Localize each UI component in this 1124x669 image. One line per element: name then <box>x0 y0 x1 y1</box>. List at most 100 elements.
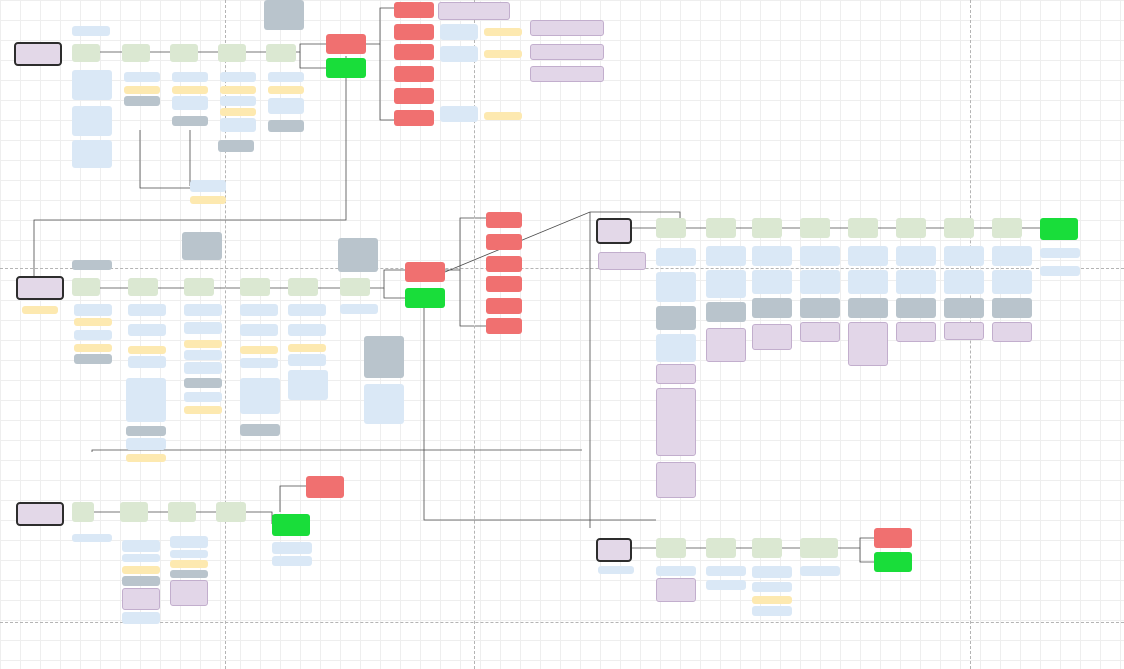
note-block[interactable] <box>944 270 984 294</box>
note-block[interactable] <box>122 554 160 562</box>
note-block[interactable] <box>752 566 792 578</box>
negative-outcome[interactable] <box>405 262 445 282</box>
note-block[interactable] <box>126 438 166 450</box>
process-step[interactable] <box>216 502 246 522</box>
user-action[interactable] <box>124 86 160 94</box>
user-action[interactable] <box>170 560 208 568</box>
note-block[interactable] <box>364 384 404 424</box>
note-block[interactable] <box>124 72 160 82</box>
positive-outcome[interactable] <box>405 288 445 308</box>
swimlane-1[interactable] <box>14 42 62 66</box>
detail-card[interactable] <box>706 328 746 362</box>
note-block[interactable] <box>706 270 746 298</box>
negative-outcome[interactable] <box>306 476 344 498</box>
note-block[interactable] <box>848 246 888 266</box>
process-step[interactable] <box>848 218 878 238</box>
note-block[interactable] <box>268 98 304 114</box>
note-block[interactable] <box>706 580 746 590</box>
process-step[interactable] <box>122 44 150 62</box>
process-step[interactable] <box>168 502 196 522</box>
detail-card[interactable] <box>122 588 160 610</box>
note-block[interactable] <box>122 612 160 624</box>
detail-card[interactable] <box>656 364 696 384</box>
system-action[interactable] <box>848 298 888 318</box>
user-action[interactable] <box>288 344 326 352</box>
note-block[interactable] <box>240 304 278 316</box>
note-block[interactable] <box>190 180 226 192</box>
note-block[interactable] <box>128 304 166 316</box>
note-block[interactable] <box>440 106 478 122</box>
user-action[interactable] <box>126 454 166 462</box>
note-block[interactable] <box>656 334 696 362</box>
note-block[interactable] <box>944 246 984 266</box>
process-step[interactable] <box>266 44 296 62</box>
note-block[interactable] <box>656 248 696 266</box>
note-block[interactable] <box>800 270 840 294</box>
note-block[interactable] <box>440 24 478 40</box>
system-action[interactable] <box>364 336 404 378</box>
note-block[interactable] <box>340 304 378 314</box>
note-block[interactable] <box>184 362 222 374</box>
detail-card[interactable] <box>656 388 696 456</box>
process-step[interactable] <box>128 278 158 296</box>
user-action[interactable] <box>220 86 256 94</box>
note-block[interactable] <box>240 324 278 336</box>
negative-outcome[interactable] <box>486 212 522 228</box>
note-block[interactable] <box>72 106 112 136</box>
detail-card[interactable] <box>530 66 604 82</box>
note-block[interactable] <box>706 246 746 266</box>
negative-outcome[interactable] <box>486 234 522 250</box>
process-step[interactable] <box>340 278 370 296</box>
note-block[interactable] <box>598 566 634 574</box>
user-action[interactable] <box>484 28 522 36</box>
note-block[interactable] <box>992 246 1032 266</box>
detail-card[interactable] <box>598 252 646 270</box>
detail-card[interactable] <box>752 324 792 350</box>
positive-outcome[interactable] <box>1040 218 1078 240</box>
note-block[interactable] <box>170 536 208 548</box>
note-block[interactable] <box>268 72 304 82</box>
system-action[interactable] <box>122 576 160 586</box>
process-step[interactable] <box>184 278 214 296</box>
note-block[interactable] <box>896 246 936 266</box>
note-block[interactable] <box>992 270 1032 294</box>
negative-outcome[interactable] <box>486 276 522 292</box>
process-step[interactable] <box>800 218 830 238</box>
system-action[interactable] <box>170 570 208 578</box>
user-action[interactable] <box>268 86 304 94</box>
note-block[interactable] <box>240 358 278 368</box>
note-block[interactable] <box>752 582 792 592</box>
note-block[interactable] <box>440 46 478 62</box>
system-action[interactable] <box>184 378 222 388</box>
process-step[interactable] <box>656 218 686 238</box>
user-action[interactable] <box>128 346 166 354</box>
negative-outcome[interactable] <box>394 24 434 40</box>
process-step[interactable] <box>752 538 782 558</box>
note-block[interactable] <box>288 354 326 366</box>
system-action[interactable] <box>896 298 936 318</box>
process-step[interactable] <box>120 502 148 522</box>
system-action[interactable] <box>126 426 166 436</box>
system-action[interactable] <box>752 298 792 318</box>
process-step[interactable] <box>72 44 100 62</box>
swimlane-5[interactable] <box>596 538 632 562</box>
note-block[interactable] <box>752 246 792 266</box>
swimlane-3[interactable] <box>16 502 64 526</box>
note-block[interactable] <box>128 356 166 368</box>
detail-card[interactable] <box>800 322 840 342</box>
system-action[interactable] <box>172 116 208 126</box>
process-step[interactable] <box>896 218 926 238</box>
detail-card[interactable] <box>656 462 696 498</box>
user-action[interactable] <box>74 344 112 352</box>
detail-card[interactable] <box>438 2 510 20</box>
note-block[interactable] <box>272 556 312 566</box>
user-action[interactable] <box>184 340 222 348</box>
system-action[interactable] <box>264 0 304 30</box>
negative-outcome[interactable] <box>874 528 912 548</box>
note-block[interactable] <box>122 540 160 552</box>
detail-card[interactable] <box>896 322 936 342</box>
process-step[interactable] <box>706 218 736 238</box>
note-block[interactable] <box>800 246 840 266</box>
note-block[interactable] <box>288 304 326 316</box>
note-block[interactable] <box>1040 248 1080 258</box>
